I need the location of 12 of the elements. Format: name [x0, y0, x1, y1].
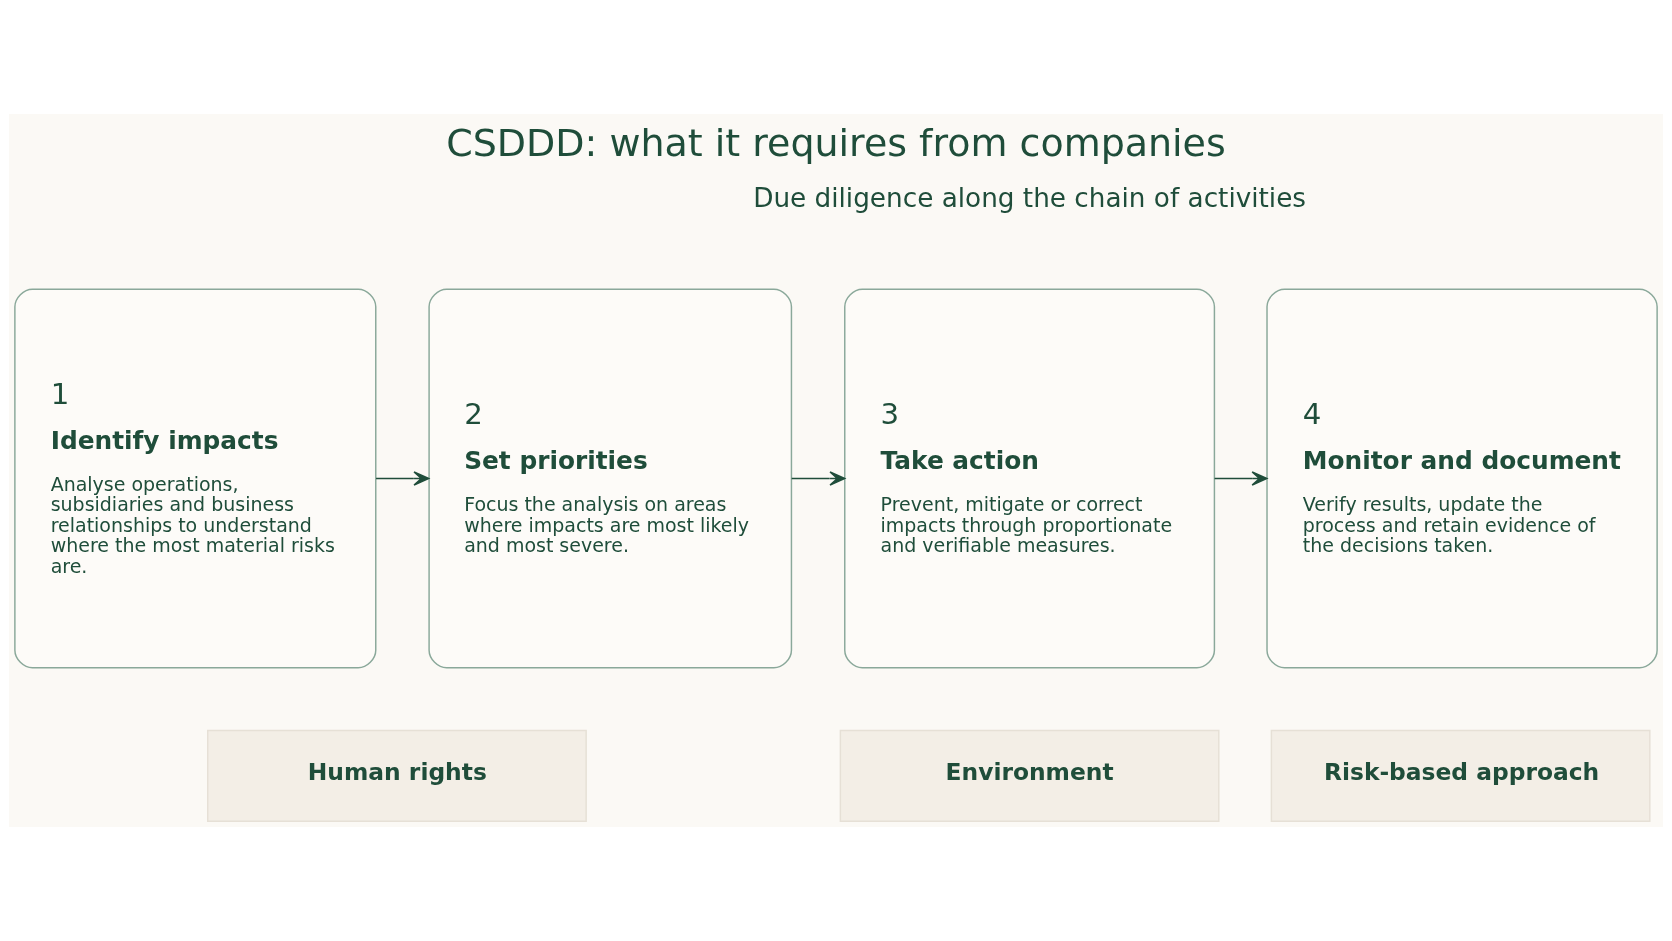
arrow [1213, 471, 1268, 486]
node-box: Risk-based approach [1270, 729, 1651, 822]
arrow [375, 471, 430, 486]
node-box: 4 Monitor and document Verify results, update the process and retain evidence of the decisions taken. [1266, 288, 1658, 669]
label: Due diligence along the chain of activities [753, 182, 1307, 213]
node-box: 3 Take action Prevent, mitigate or correct impacts through proportionate and verifiable measures. [844, 288, 1216, 669]
node-box: Environment [839, 729, 1220, 822]
node-box: 1 Identify impacts Analyse operations, subsidiaries and business relationships to understand where the most material risks are. [14, 288, 377, 669]
node-box: 2 Set priorities Focus the analysis on areas where impacts are most likely and most severe. [428, 288, 793, 669]
node-box: Human rights [207, 729, 587, 822]
arrow [790, 471, 846, 486]
diagram-title: CSDDD: what it requires from companies [446, 121, 1226, 166]
